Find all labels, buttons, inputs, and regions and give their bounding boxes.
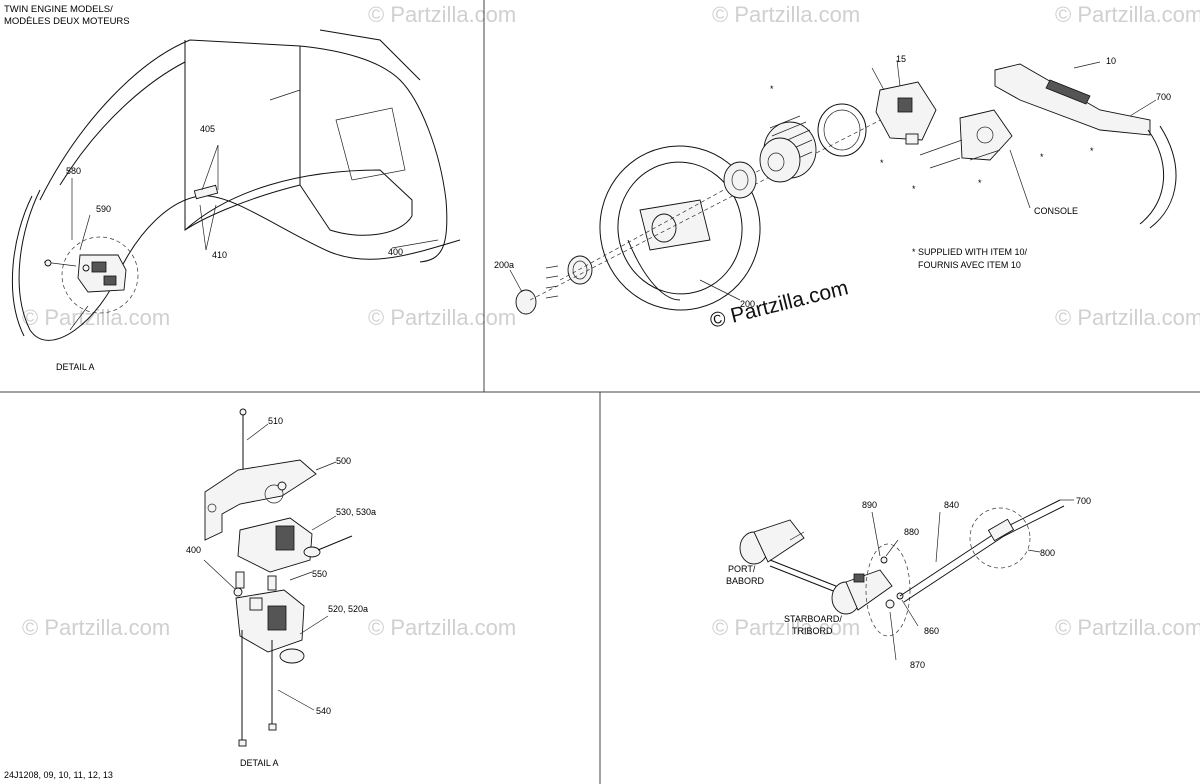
label-400: 400 (388, 247, 403, 257)
asterisk-mark: * (978, 178, 982, 188)
label-860: 860 (924, 626, 939, 636)
label-840: 840 (944, 500, 959, 510)
label-530: 530, 530a (336, 507, 376, 517)
panel-bottom-right: 890 880 840 700 800 PORT/ BABORD STARBOA… (726, 496, 1091, 670)
watermark-text: © Partzilla.com (712, 2, 860, 27)
label-200a: 200a (494, 260, 514, 270)
label-700: 700 (1156, 92, 1171, 102)
watermark-main: © Partzilla.com (708, 276, 851, 333)
watermark-text: © Partzilla.com (368, 615, 516, 640)
header-line-1: TWIN ENGINE MODELS/ (4, 4, 113, 15)
label-890: 890 (862, 500, 877, 510)
label-520: 520, 520a (328, 604, 368, 614)
footer-code: 24J1208, 09, 10, 11, 12, 13 (4, 770, 113, 780)
watermark-text: © Partzilla.com (22, 615, 170, 640)
asterisk-mark: * (912, 184, 916, 194)
label-detail-a: DETAIL A (240, 758, 279, 768)
label-580: 580 (66, 166, 81, 176)
panel-top-right: * * * * * * 15 10 700 200a 200 CONSOLE *… (494, 54, 1177, 333)
label-babord: BABORD (726, 576, 765, 586)
watermark-text: © Partzilla.com (1055, 615, 1200, 640)
label-870: 870 (910, 660, 925, 670)
label-590: 590 (96, 204, 111, 214)
label-15: 15 (896, 54, 906, 64)
label-200: 200 (740, 299, 755, 309)
watermark-text: © Partzilla.com (1055, 305, 1200, 330)
label-410: 410 (212, 250, 227, 260)
label-510: 510 (268, 416, 283, 426)
bolt-group (545, 265, 559, 299)
header-line-2: MODÈLES DEUX MOTEURS (4, 16, 130, 27)
watermark-text: © Partzilla.com (368, 2, 516, 27)
watermark-text: © Partzilla.com (1055, 2, 1200, 27)
label-550: 550 (312, 569, 327, 579)
watermark-layer: © Partzilla.com © Partzilla.com © Partzi… (22, 2, 1200, 640)
asterisk-mark: * (1040, 152, 1044, 162)
asterisk-mark: * (880, 158, 884, 168)
panel-top-left: TWIN ENGINE MODELS/ MODÈLES DEUX MOTEURS (4, 4, 461, 372)
panel-bottom-left: 510 500 530, 530a 400 550 520, 520a 540 … (186, 408, 376, 768)
asterisk-mark: * (1090, 146, 1094, 156)
watermark-text: © Partzilla.com (712, 615, 860, 640)
label-detail-a: DETAIL A (56, 362, 95, 372)
label-880: 880 (904, 527, 919, 537)
watermark-text: © Partzilla.com (22, 305, 170, 330)
label-400: 400 (186, 545, 201, 555)
asterisk-mark: * (770, 84, 774, 94)
label-tribord: TRIBORD (792, 626, 833, 636)
label-540: 540 (316, 706, 331, 716)
label-700: 700 (1076, 496, 1091, 506)
label-500: 500 (336, 456, 351, 466)
note-line-2: FOURNIS AVEC ITEM 10 (918, 260, 1021, 270)
label-starboard: STARBOARD/ (784, 614, 842, 624)
note-line-1: * SUPPLIED WITH ITEM 10/ (912, 247, 1028, 257)
label-10: 10 (1106, 56, 1116, 66)
label-port: PORT/ (728, 564, 756, 574)
watermark-text: © Partzilla.com (368, 305, 516, 330)
label-800: 800 (1040, 548, 1055, 558)
label-console: CONSOLE (1034, 206, 1078, 216)
label-405: 405 (200, 124, 215, 134)
